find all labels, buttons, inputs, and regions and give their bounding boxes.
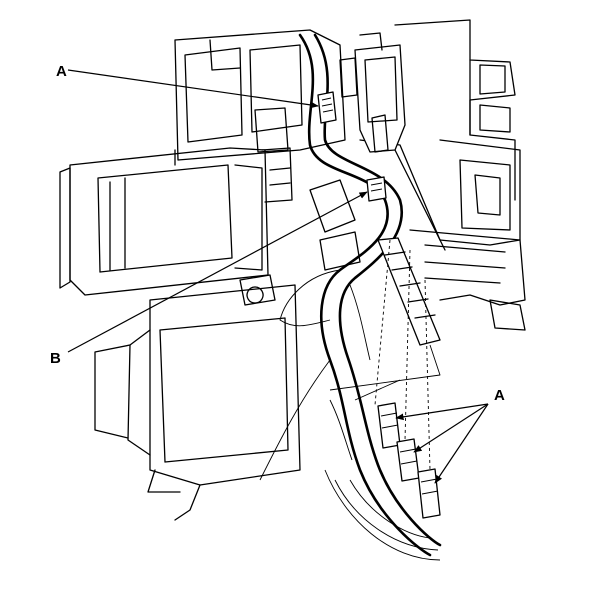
connector-a-bottom-3 (417, 468, 441, 519)
control-module (339, 32, 406, 153)
label-a-right: A (494, 387, 505, 404)
connector-block-stack (329, 237, 441, 471)
connector-a-bottom-2 (396, 438, 420, 482)
label-b: B (50, 350, 61, 367)
connector-a-bottom-1 (377, 402, 401, 449)
connector-a-top (317, 91, 337, 124)
connector-b (366, 176, 387, 202)
heater-unit-housing (59, 29, 346, 521)
dash-duct-structure (359, 19, 526, 331)
leader-lines (67, 69, 489, 484)
wire-harness (259, 33, 442, 561)
label-a-top: A (56, 63, 67, 80)
